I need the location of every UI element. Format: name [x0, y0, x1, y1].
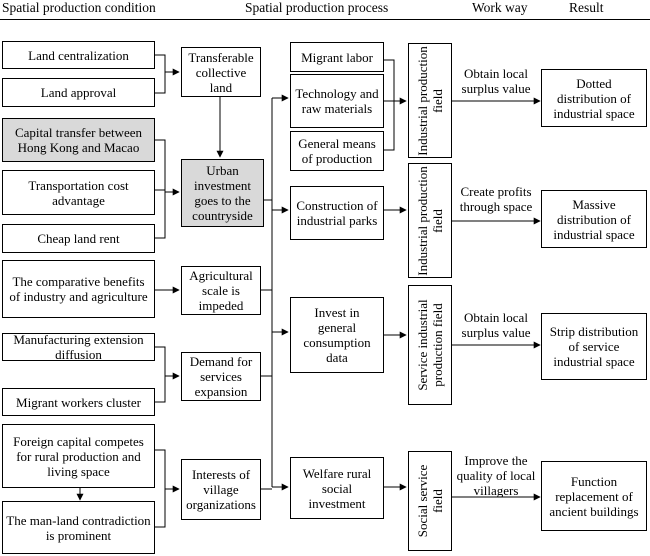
function-replacement-box: Function replacement of ancient building…	[541, 461, 647, 531]
work-way-improve-quality: Improve the quality of local villagers	[456, 453, 536, 498]
foreign-capital-box: Foreign capital competes for rural produ…	[2, 424, 155, 488]
header-work-way: Work way	[472, 0, 528, 15]
man-land-contradiction-box: The man-land contradiction is prominent	[2, 501, 155, 554]
village-interests-box: Interests of village organizations	[181, 459, 261, 520]
capital-transfer-box: Capital transfer between Hong Kong and M…	[2, 118, 155, 162]
service-industrial-field-label: Service industrial production field	[415, 299, 445, 391]
welfare-investment-box: Welfare rural social investment	[290, 457, 384, 519]
industrial-field-2-label: Industrial production field	[415, 165, 445, 276]
social-service-field-label: Social service field	[415, 464, 445, 538]
technology-materials-box: Technology and raw materials	[290, 74, 384, 128]
industrial-field-2-box: Industrial production field	[408, 163, 452, 278]
transportation-cost-box: Transportation cost advantage	[2, 170, 155, 215]
industrial-field-1-label: Industrial production field	[415, 45, 445, 156]
header-condition: Spatial production condition	[2, 0, 156, 15]
dotted-distribution-box: Dotted distribution of industrial space	[541, 69, 647, 127]
strip-distribution-box: Strip distribution of service industrial…	[541, 313, 647, 380]
work-way-surplus-2: Obtain local surplus value	[461, 310, 531, 340]
general-means-box: General means of production	[290, 131, 384, 171]
massive-distribution-box: Massive distribution of industrial space	[541, 190, 647, 248]
transferable-land-box: Transferable collective land	[181, 47, 261, 97]
header-process: Spatial production process	[245, 0, 389, 15]
work-way-profits-space: Create profits through space	[459, 184, 533, 214]
urban-investment-box: Urban investment goes to the countryside	[181, 159, 264, 227]
comparative-benefits-box: The comparative benefits of industry and…	[2, 260, 155, 318]
industrial-field-1-box: Industrial production field	[408, 43, 452, 158]
header-divider	[0, 19, 650, 20]
land-approval-box: Land approval	[2, 78, 155, 107]
cheap-land-rent-box: Cheap land rent	[2, 224, 155, 253]
services-demand-box: Demand for services expansion	[181, 352, 261, 401]
agricultural-scale-box: Agricultural scale is impeded	[181, 266, 261, 315]
consumption-data-box: Invest in general consumption data	[290, 297, 384, 373]
service-industrial-field-box: Service industrial production field	[408, 285, 452, 405]
header-result: Result	[569, 0, 604, 15]
migrant-workers-cluster-box: Migrant workers cluster	[2, 388, 155, 416]
industrial-parks-box: Construction of industrial parks	[290, 186, 384, 240]
manufacturing-diffusion-box: Manufacturing extension diffusion	[2, 332, 155, 362]
work-way-surplus-1: Obtain local surplus value	[461, 66, 531, 96]
migrant-labor-box: Migrant labor	[290, 42, 384, 72]
land-centralization-box: Land centralization	[2, 41, 155, 69]
social-service-field-box: Social service field	[408, 451, 452, 551]
